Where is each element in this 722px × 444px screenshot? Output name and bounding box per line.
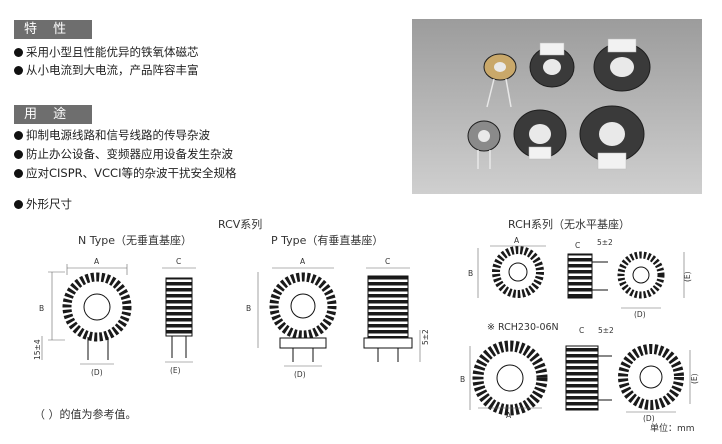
rch-side-drawing (567, 253, 608, 299)
use-item: 抑制电源线路和信号线路的传导杂波 (14, 128, 210, 143)
p-type-label: P Type（有垂直基座） (271, 234, 384, 247)
rch-title: RCH系列（无水平基座） (508, 218, 631, 231)
dim-5-label: 5±2 (421, 329, 430, 345)
dim-b-label: B (246, 304, 251, 313)
dim-b-label: B (460, 375, 465, 384)
dim-a-label: A (300, 257, 306, 266)
dim-c-label: C (176, 257, 181, 266)
use-item: 防止办公设备、变频器应用设备发生杂波 (14, 147, 233, 162)
p-type-side-drawing (363, 267, 421, 362)
dim-a-label: A (94, 257, 100, 266)
rcv-title: RCV系列 (218, 218, 263, 231)
bullet-icon (14, 150, 23, 159)
rch230-bottom-drawing (618, 344, 691, 413)
dim-15-label: 15±4 (33, 339, 42, 360)
dim-a-label: A (506, 411, 512, 420)
reference-note: （ ）的值为参考值。 (34, 408, 137, 421)
dim-a-label: A (514, 236, 520, 245)
bullet-icon (14, 131, 23, 140)
dimensions-title: 外形尺寸 (14, 197, 72, 212)
uses-header: 用 途 (14, 105, 92, 124)
bullet-icon (14, 66, 23, 75)
dim-b-label: B (468, 269, 473, 278)
dim-d-label: (D) (91, 368, 103, 377)
dim-d-label: (D) (294, 370, 306, 379)
dim-c-label: C (575, 241, 580, 250)
dim-c-label: C (385, 257, 390, 266)
rch230-side-drawing (565, 345, 612, 411)
rch-bottom-drawing (617, 251, 685, 309)
dim-d-label: (D) (634, 310, 646, 319)
bullet-icon (14, 48, 23, 57)
rch-variant-label: ※ RCH230-06N (487, 322, 559, 333)
dim-e-label: (E) (690, 373, 699, 384)
unit-label: 单位：mm (650, 424, 695, 434)
dim-e-label: (E) (683, 271, 692, 282)
features-header: 特 性 (14, 20, 92, 39)
bullet-icon (14, 169, 23, 178)
product-photo (412, 19, 702, 194)
rch-front-drawing (477, 245, 546, 298)
bullet-icon (14, 200, 23, 209)
n-type-front-drawing (41, 264, 132, 365)
p-type-front-drawing (257, 267, 337, 367)
toroid-coil-photo-icon (467, 38, 651, 170)
rch230-front-drawing (469, 340, 548, 416)
n-type-label: N Type（无垂直基座） (78, 234, 192, 247)
dim-d-label: (D) (643, 414, 655, 423)
dim-5-label: 5±2 (598, 326, 614, 335)
dim-c-label: C (579, 326, 584, 335)
feature-item: 从小电流到大电流，产品阵容丰富 (14, 63, 199, 78)
use-item: 应对CISPR、VCCI等的杂波干扰安全规格 (14, 166, 236, 181)
dim-b-label: B (39, 304, 44, 313)
dim-e-label: (E) (170, 366, 181, 375)
n-type-side-drawing (162, 267, 196, 363)
feature-item: 采用小型且性能优异的铁氧体磁芯 (14, 45, 199, 60)
dim-5-label: 5±2 (597, 238, 613, 247)
